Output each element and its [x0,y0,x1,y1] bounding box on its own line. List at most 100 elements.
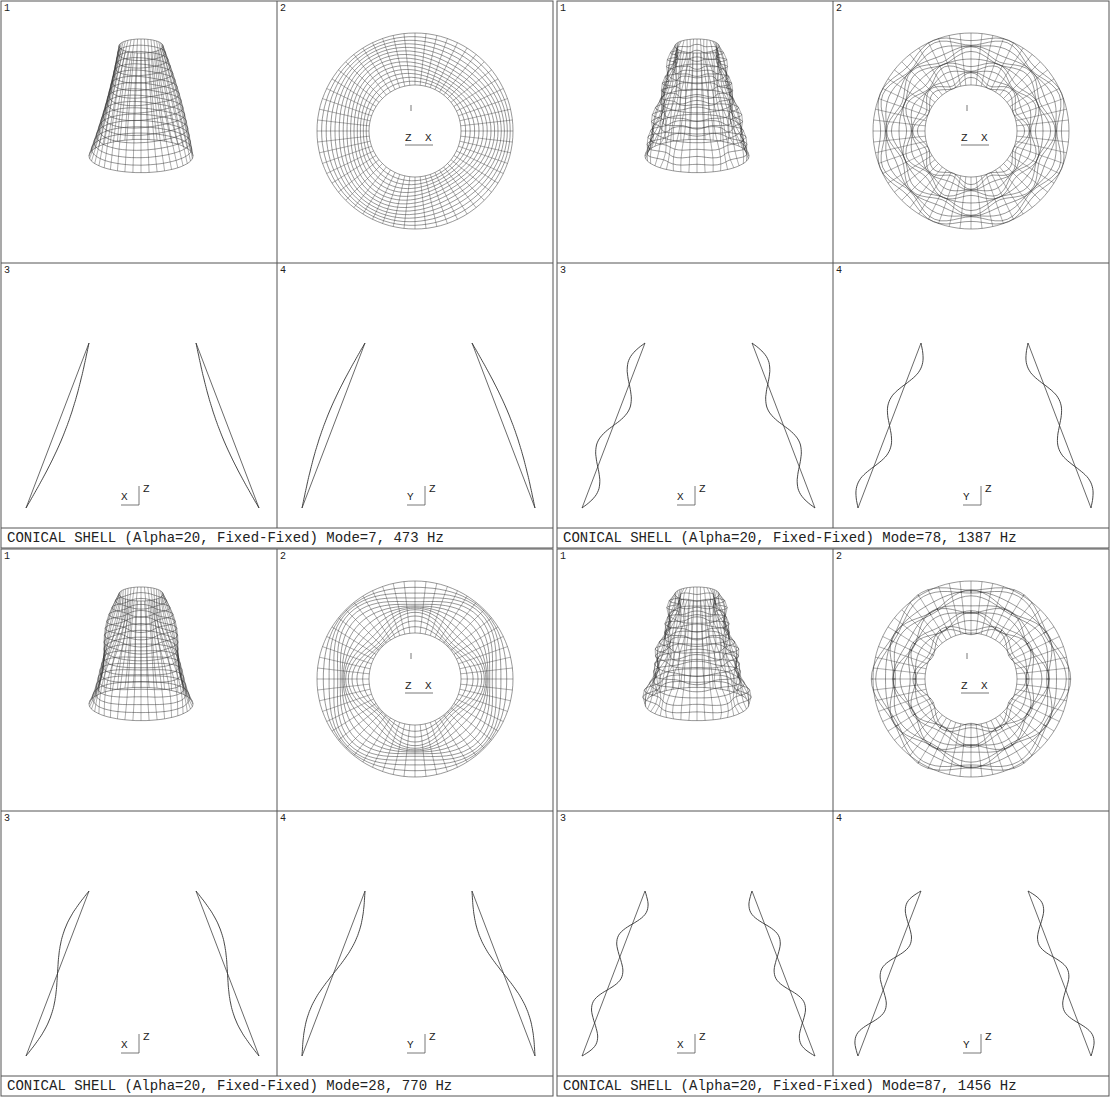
annulus-mesh-radial [876,657,927,669]
cone-mesh-generator [719,595,749,707]
annulus-mesh-radial [976,582,982,634]
annulus-mesh-radial [986,722,1003,771]
annulus-mesh-radial [456,151,503,174]
undeformed-profile [582,343,645,508]
axis-line [961,693,989,694]
plot-caption: CONICAL SHELL (Alpha=20, Fixed-Fixed) Mo… [5,530,446,546]
cone-mesh-generator [161,49,188,163]
axis-line [121,1053,139,1054]
annulus-mesh-radial [949,584,961,635]
cone-mesh-generator [697,587,698,687]
annulus-mesh-radial [960,724,966,776]
axis-line [425,1034,426,1053]
cone-mesh-generator [681,53,691,172]
annulus-mesh-radial [327,151,374,174]
annulus-mesh-radial [871,679,925,680]
annulus-mesh-radial [363,48,391,92]
annulus-mesh-radial [332,156,376,184]
annulus-mesh-radial [458,146,507,163]
axis-line [963,505,981,506]
viewport-divider [277,1,278,528]
axis-line [405,145,433,146]
axis-line [405,693,433,694]
annulus-mesh-radial [1011,637,1059,660]
cone-mesh-generator [159,590,183,694]
viewport-number: 1 [560,552,566,562]
annulus-mesh-radial [1017,679,1071,680]
annulus-mesh-radial [430,722,447,771]
viewport-number: 4 [836,266,842,276]
annulus-mesh-radial [420,34,426,86]
undeformed-profile [302,343,365,508]
cone-mesh-generator [104,599,125,716]
axis-label: Z [961,133,968,144]
deformed-profile [1028,891,1094,1056]
annulus-mesh-radial [415,33,416,85]
annulus-mesh-radial [332,79,376,107]
deformed-profile [196,343,259,508]
viewport-divider [833,549,834,1076]
axis-line [677,505,695,506]
annulus-mesh-radial [451,70,492,102]
annulus-mesh-radial [383,722,400,771]
cone-mesh-generator [715,597,743,711]
annulus-mesh-radial [1017,136,1069,142]
cone-mesh-generator [704,587,713,688]
cone-mesh-ring [107,89,181,113]
cone-mesh-generator [133,601,138,720]
annulus-mesh-radial [425,36,437,87]
viewport-number: 2 [280,4,286,14]
axis-label: Z [405,133,412,144]
annulus-mesh-radial [451,618,492,650]
axis-label: Z [699,484,706,495]
annulus-mesh-radial [1014,146,1063,163]
cone-mesh-generator [151,40,165,142]
cone-mesh-generator [157,51,178,168]
annulus-mesh-radial [996,48,1024,92]
annulus-mesh-radial [981,36,993,87]
axis-tick [967,105,968,111]
viewport-number: 1 [4,552,10,562]
annulus-mesh-radial [435,43,458,90]
annulus-mesh-radial [1007,618,1048,650]
annulus-mesh-radial [894,708,935,740]
cone-mesh-generator [92,592,121,699]
annulus-mesh-radial [883,637,931,660]
annulus-mesh-radial [404,34,410,86]
cone-mesh-generator [99,598,123,714]
cone-mesh-generator [718,592,747,699]
axis-label: Y [407,1040,414,1051]
cone-mesh-generator [159,42,183,146]
annulus-mesh-ring [369,633,461,725]
cone-mesh-generator [144,587,149,688]
viewport-number: 2 [836,4,842,14]
cone-mesh-generator [95,43,122,149]
axis-label: Y [407,492,414,503]
viewport-number: 4 [836,814,842,824]
undeformed-profile [582,891,645,1056]
cone-mesh-generator [651,597,679,711]
cone-mesh-generator [133,53,138,172]
viewport-divider [277,549,278,1076]
annulus-mesh-radial [910,54,942,95]
annulus-mesh-radial [318,668,370,674]
annulus-mesh-radial [320,657,371,669]
axis-label: Z [143,1032,150,1043]
deformed-profile [26,343,89,508]
annulus-mesh-radial [458,694,507,711]
annulus-mesh-radial [435,172,458,219]
cone-mesh-generator [151,600,165,719]
axis-line [963,1053,981,1054]
annulus-mesh-radial [425,584,437,635]
cone-mesh-generator [154,40,172,142]
annulus-mesh-radial [939,587,956,636]
annulus-mesh-radial [976,724,982,776]
viewport-number: 3 [4,814,10,824]
annulus-mesh-radial [373,172,396,219]
annulus-mesh-radial [373,591,396,638]
annulus-mesh-radial [873,668,925,674]
cone-mesh-generator [161,43,188,149]
cone-mesh-generator [715,50,739,166]
cone-mesh-generator [95,597,122,711]
